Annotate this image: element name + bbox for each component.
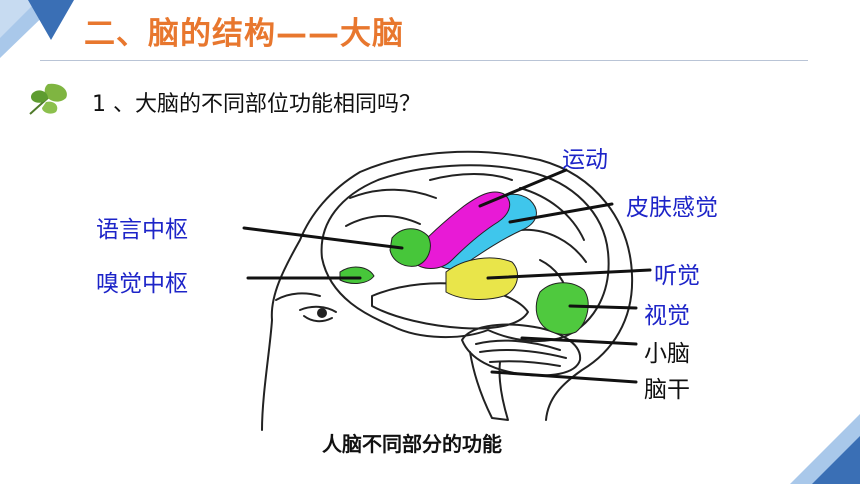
leader-motor [478,168,568,208]
leader-vision [568,304,638,310]
figure-caption: 人脑不同部分的功能 [322,432,502,456]
cerebellum-outline [461,323,582,377]
label-brainstem: 脑干 [644,377,690,403]
label-speech-center: 语言中枢 [96,217,188,243]
label-motor: 运动 [562,147,608,173]
label-skin-sense: 皮肤感觉 [626,195,718,221]
label-cerebellum: 小脑 [644,341,690,367]
hearing-area [445,257,519,300]
smell-area [339,266,375,284]
head-outline [261,150,634,431]
label-vision: 视觉 [644,303,690,329]
vision-area [535,282,589,335]
leader-hearing [486,268,652,280]
title-divider [40,60,808,61]
label-smell-center: 嗅觉中枢 [96,271,188,297]
motor-area [413,191,511,269]
leaf-bullet-icon [29,83,67,115]
leader-brainstem [490,370,638,384]
corner-decoration-bottom-right [790,414,860,484]
leader-skin [508,202,614,224]
leader-cerebellum [520,336,638,346]
cerebrum-outline [320,164,610,343]
question-text: 1 、大脑的不同部位功能相同吗？ [92,92,421,117]
slide-title: 二、脑的结构——大脑 [84,16,404,52]
leader-speech [242,226,404,250]
corner-decoration-top-left [0,0,74,58]
speech-area [389,228,431,267]
label-hearing: 听觉 [654,263,700,289]
brainstem-outline [469,351,509,421]
